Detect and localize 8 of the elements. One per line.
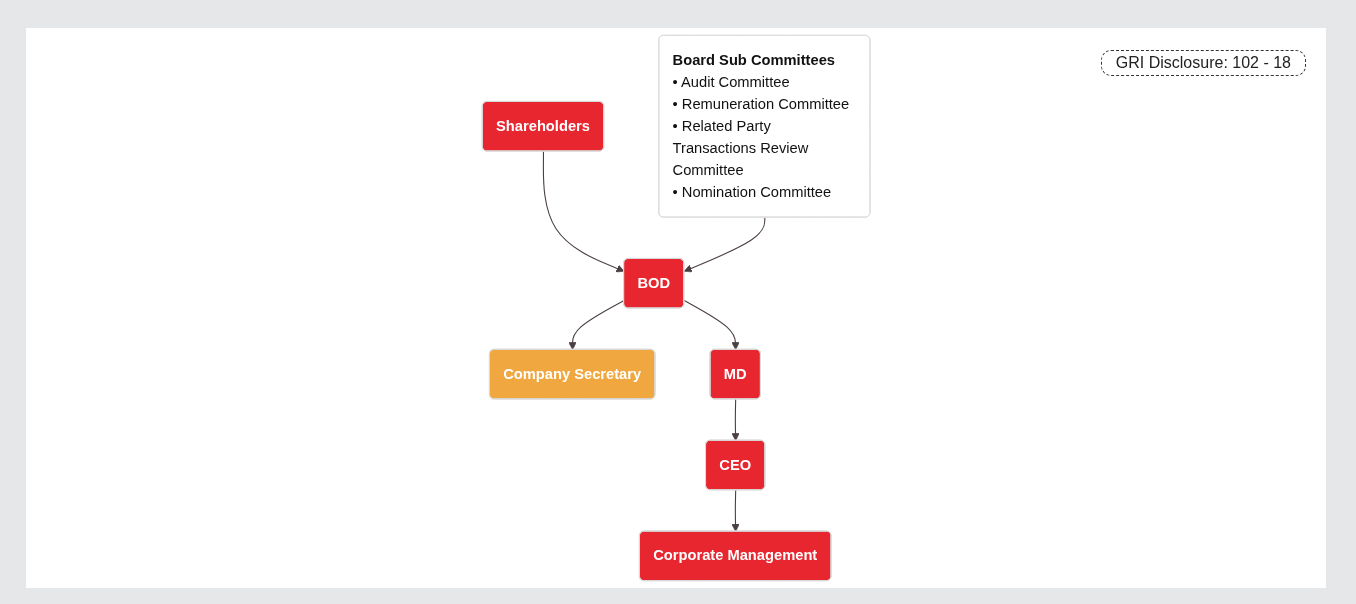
arrow: [683, 299, 740, 351]
arrow: [542, 150, 625, 273]
arrow: [731, 398, 740, 441]
node-text: Board Sub Committees • Audit Committee • Remuneration Committee • Related Party Transactions Review Committee • Nomination Committee: [672, 51, 850, 200]
arrow: [731, 489, 740, 532]
arrow: [568, 299, 625, 351]
arrow: [683, 217, 766, 273]
note-label: GRI Disclosure: 102 - 18: [1100, 50, 1306, 76]
